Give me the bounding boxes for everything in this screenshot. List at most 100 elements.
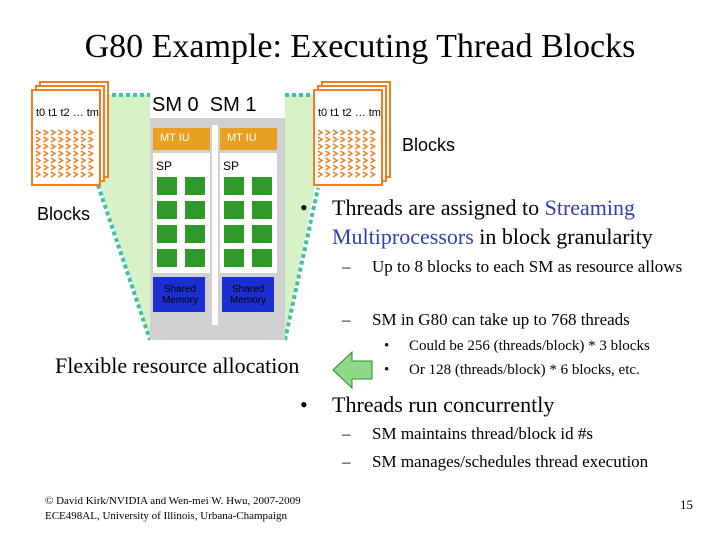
thread-arrow: [58, 157, 64, 164]
thread-arrow: [370, 150, 376, 157]
sm1-shared-memory-label: Shared Memory: [229, 284, 267, 306]
thread-arrow: [340, 171, 346, 178]
sp-core: [157, 225, 177, 243]
sp-core: [157, 249, 177, 267]
bullet-dot: •: [384, 362, 390, 378]
thread-arrow: [58, 164, 64, 171]
sm1-highlight: [285, 95, 320, 340]
thread-arrow: [88, 150, 94, 157]
dash: –: [342, 452, 351, 471]
thread-arrow: [35, 157, 42, 164]
sp-core: [185, 225, 205, 243]
thread-arrow: [88, 129, 94, 136]
thread-arrow: [347, 171, 354, 178]
thread-arrow: [325, 143, 331, 150]
thread-arrow: [332, 164, 339, 171]
thread-arrow: [340, 164, 346, 171]
thread-arrow: [370, 143, 376, 150]
thread-arrow: [50, 171, 57, 178]
thread-arrow: [332, 157, 339, 164]
thread-arrow: [362, 164, 369, 171]
thread-arrow: [35, 143, 42, 150]
thread-arrow: [73, 164, 79, 171]
thread-arrow: [332, 150, 339, 157]
thread-label-left: t0 t1 t2 … tm: [36, 107, 99, 119]
thread-arrow: [58, 171, 64, 178]
thread-arrow: [43, 129, 49, 136]
thread-arrow: [370, 171, 376, 178]
blocks-label-left: Blocks: [37, 204, 91, 224]
thread-arrow: [362, 136, 369, 143]
thread-arrow: [362, 143, 369, 150]
thread-arrow: [325, 157, 331, 164]
thread-arrow: [65, 171, 72, 178]
bullet-1-subsub-1: Could be 256 (threads/block) * 3 blocks: [409, 338, 650, 354]
sp-core: [224, 225, 244, 243]
bullet-1-subsub-2: Or 128 (threads/block) * 6 blocks, etc.: [409, 362, 640, 378]
bullet-1-sub-2: SM in G80 can take up to 768 threads: [372, 310, 630, 329]
thread-arrow: [88, 136, 94, 143]
thread-arrow: [73, 157, 79, 164]
sm1-shared-memory: [222, 277, 274, 312]
thread-arrow: [332, 136, 339, 143]
dotted-connector: [96, 184, 152, 341]
thread-arrow: [355, 171, 361, 178]
sm0-sp-label: SP: [156, 159, 173, 173]
bullet-dot: •: [384, 338, 390, 354]
sp-core: [157, 177, 177, 195]
thread-arrow: [325, 164, 331, 171]
thread-arrow: [80, 164, 87, 171]
thread-arrow: [347, 143, 354, 150]
thread-arrow: [325, 136, 331, 143]
thread-arrow: [370, 136, 376, 143]
sm0-shared-memory: [153, 277, 205, 312]
sp-core: [185, 201, 205, 219]
thread-arrow: [317, 143, 324, 150]
thread-arrow: [347, 136, 354, 143]
sm1-mt-iu: [220, 128, 277, 150]
sp-core: [252, 249, 272, 267]
thread-arrow: [35, 129, 42, 136]
thread-arrow: [43, 143, 49, 150]
thread-arrow: [340, 157, 346, 164]
thread-arrow: [340, 136, 346, 143]
thread-arrow: [355, 129, 361, 136]
thread-arrow: [317, 164, 324, 171]
page-number: 15: [680, 497, 693, 512]
thread-arrow: [35, 171, 42, 178]
thread-arrow: [362, 157, 369, 164]
thread-arrow: [65, 157, 72, 164]
bullet-2: Threads run concurrently: [332, 392, 555, 417]
thread-arrow: [80, 157, 87, 164]
thread-arrow: [347, 150, 354, 157]
thread-arrow: [58, 136, 64, 143]
thread-arrow: [340, 129, 346, 136]
thread-arrow: [88, 157, 94, 164]
sm0-highlight: [100, 95, 150, 340]
thread-arrow: [317, 157, 324, 164]
dash: –: [342, 257, 351, 276]
thread-arrow: [88, 143, 94, 150]
thread-arrow: [73, 129, 79, 136]
bullet-1: Threads are assigned to Streaming Multip…: [332, 195, 653, 249]
slide-title: G80 Example: Executing Thread Blocks: [84, 28, 636, 65]
thread-arrow: [370, 157, 376, 164]
thread-arrow: [347, 129, 354, 136]
thread-arrow: [347, 157, 354, 164]
sm0-shared-memory-label: Shared Memory: [161, 284, 199, 306]
footer-course: ECE498AL, University of Illinois, Urbana…: [45, 510, 287, 522]
thread-arrow: [50, 143, 57, 150]
thread-arrow: [355, 157, 361, 164]
sp-core: [252, 201, 272, 219]
thread-arrow: [88, 164, 94, 171]
sp-core: [185, 249, 205, 267]
thread-arrow: [35, 164, 42, 171]
thread-arrow: [88, 171, 94, 178]
thread-blocks-right: [313, 81, 391, 186]
sm1-sp-label: SP: [223, 159, 240, 173]
thread-arrow: [370, 129, 376, 136]
sp-core: [185, 177, 205, 195]
sp-core: [224, 201, 244, 219]
left-arrow-icon: [332, 350, 373, 390]
